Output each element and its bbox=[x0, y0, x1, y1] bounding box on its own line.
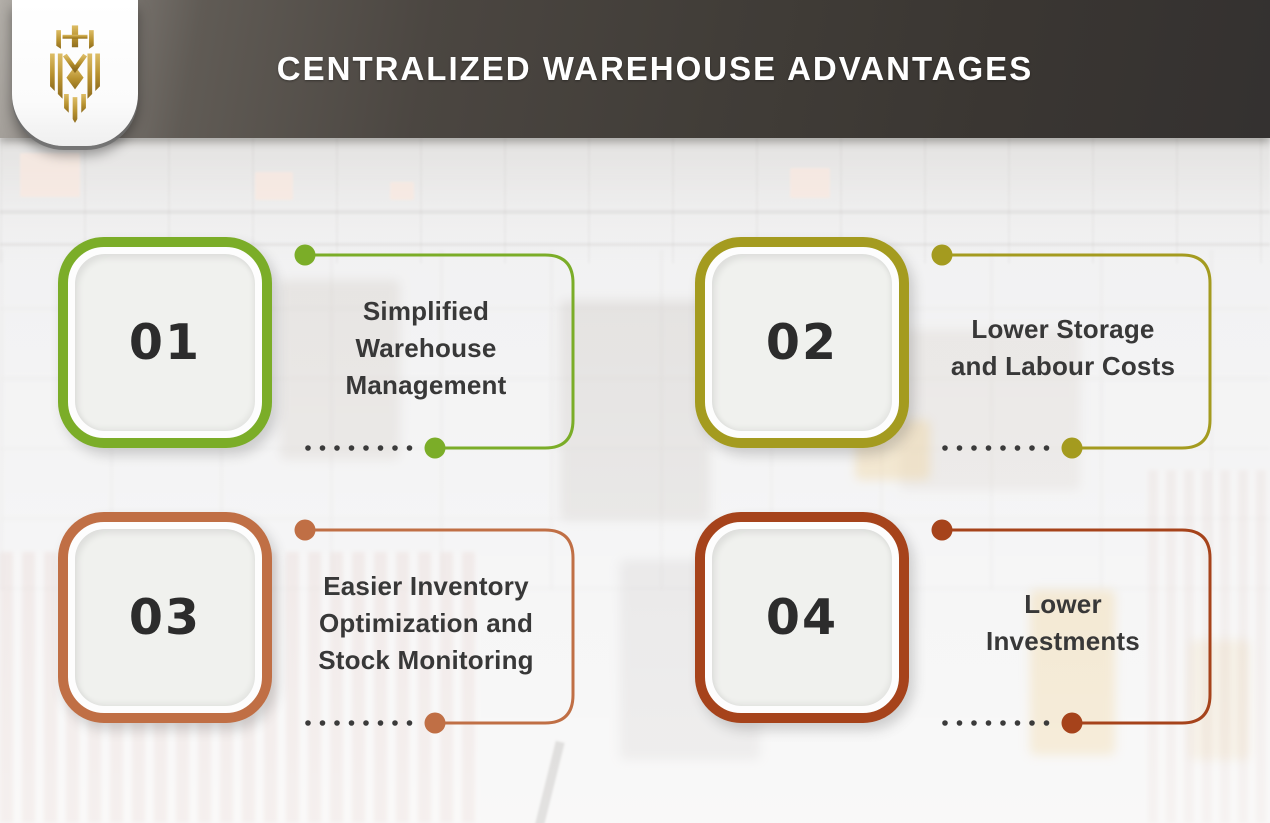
label-line: Warehouse bbox=[355, 332, 497, 363]
number-card-inner: 03 bbox=[75, 529, 255, 706]
connector-line bbox=[294, 244, 575, 459]
gold-crown-crest-icon bbox=[50, 25, 100, 123]
card-number: 03 bbox=[128, 589, 202, 646]
connector-line bbox=[931, 519, 1212, 734]
dotted-line bbox=[305, 720, 413, 726]
label-line: Investments bbox=[986, 626, 1140, 656]
card-number: 01 bbox=[128, 314, 202, 371]
header-banner: CENTRALIZED WAREHOUSE ADVANTAGES bbox=[0, 0, 1270, 138]
connector-line bbox=[294, 519, 575, 734]
label-line: Stock Monitoring bbox=[318, 644, 534, 675]
card-label: Simplified Warehouse Management bbox=[276, 265, 576, 431]
number-card: 02 bbox=[695, 237, 909, 448]
card-label: Easier Inventory Optimization and Stock … bbox=[276, 540, 576, 706]
dotted-line bbox=[942, 445, 1050, 451]
number-card: 04 bbox=[695, 512, 909, 723]
advantage-item-02: 02 Lower Storage and Labour Costs bbox=[695, 237, 1215, 467]
card-label: Lower Storage and Labour Costs bbox=[913, 265, 1213, 431]
number-card-inner: 02 bbox=[712, 254, 892, 431]
number-card: 01 bbox=[58, 237, 272, 448]
label-line: Easier Inventory bbox=[323, 570, 529, 601]
advantage-item-04: 04 Lower Investments bbox=[695, 512, 1215, 742]
label-line: Lower Storage bbox=[971, 314, 1155, 344]
page-title: CENTRALIZED WAREHOUSE ADVANTAGES bbox=[276, 50, 1034, 87]
number-card-inner: 04 bbox=[712, 529, 892, 706]
dotted-line bbox=[305, 445, 413, 451]
card-number: 02 bbox=[765, 314, 839, 371]
label-line: Lower bbox=[1024, 589, 1102, 619]
number-card-inner: 01 bbox=[75, 254, 255, 431]
label-line: and Labour Costs bbox=[950, 351, 1176, 381]
number-card: 03 bbox=[58, 512, 272, 723]
dotted-line bbox=[942, 720, 1050, 726]
advantage-item-03: 03 Easier Inventory Optimization and Sto… bbox=[58, 512, 578, 742]
card-number: 04 bbox=[765, 589, 839, 646]
label-line: Management bbox=[345, 369, 507, 400]
connector-line bbox=[931, 244, 1212, 459]
advantage-item-01: 01 Simplified Warehouse Management bbox=[58, 237, 578, 467]
label-line: Optimization and bbox=[318, 607, 534, 638]
label-line: Simplified bbox=[362, 295, 490, 326]
brand-logo-badge bbox=[12, 0, 138, 146]
card-label: Lower Investments bbox=[913, 540, 1213, 706]
